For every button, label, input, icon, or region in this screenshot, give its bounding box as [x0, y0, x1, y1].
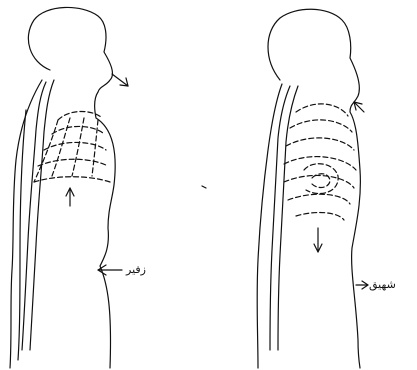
exhale-airway: [22, 80, 54, 350]
exhale-figure: [10, 7, 128, 368]
exhale-pointer-arrow: [98, 265, 122, 275]
stray-dash-mark: [202, 186, 206, 188]
inhale-diaphragm-down-arrow: [314, 228, 322, 252]
inhale-air-in-arrow: [354, 102, 364, 112]
inhale-pointer-arrow: [356, 281, 368, 289]
exhale-label: زفیر: [126, 263, 146, 276]
exhale-diaphragm-up-arrow: [66, 188, 74, 206]
inhale-body-outline: [268, 9, 360, 368]
exhale-spine: [18, 110, 26, 360]
exhale-body-outline: [28, 7, 115, 368]
inhale-figure: [257, 9, 368, 368]
exhale-air-out-arrow: [112, 74, 128, 86]
inhale-lungs: [284, 104, 356, 220]
inhale-label: شهیق: [369, 278, 396, 291]
